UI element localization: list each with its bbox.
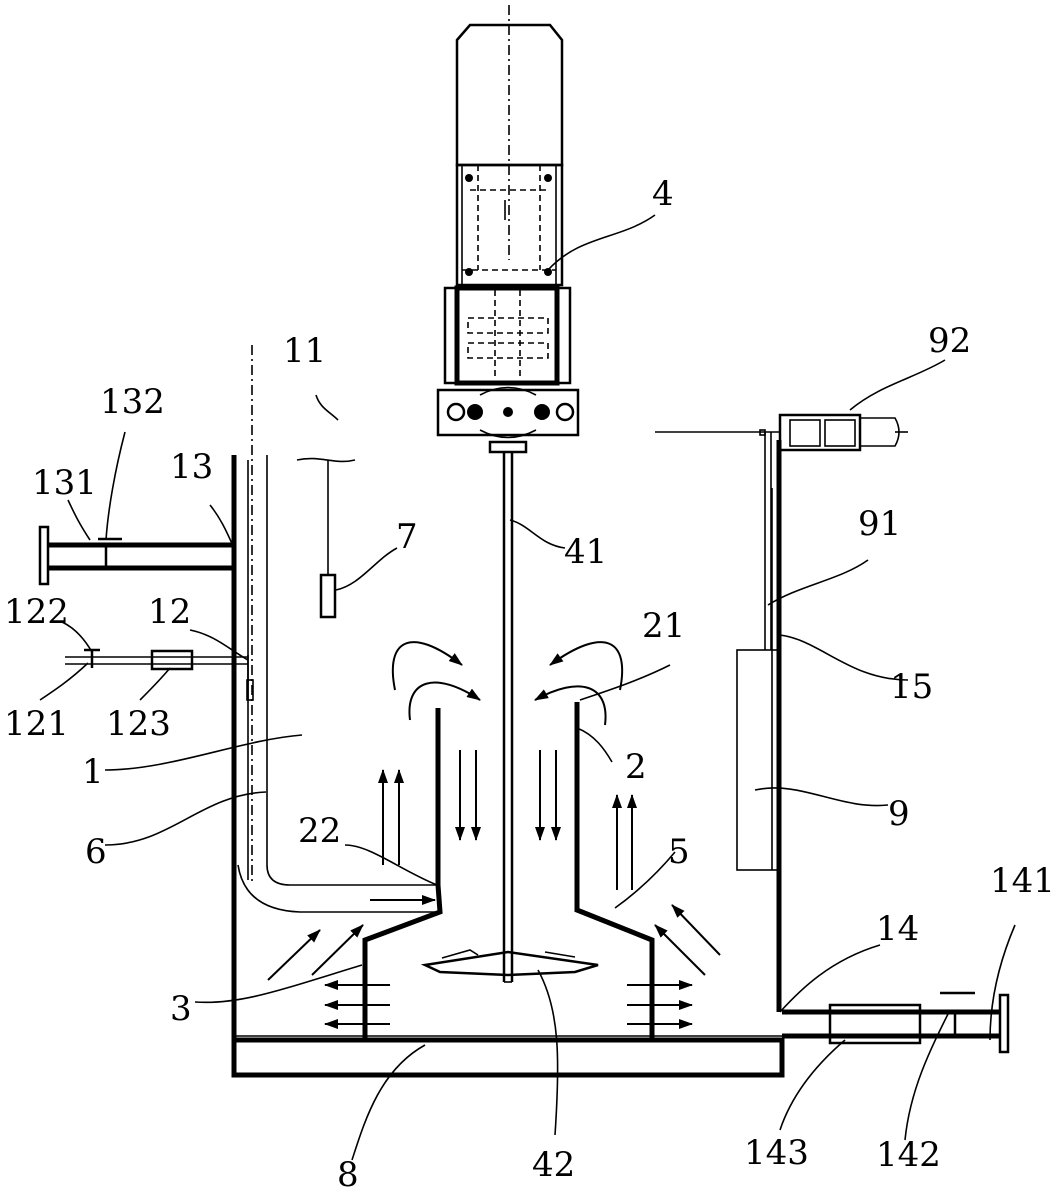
label-7: 7 <box>396 517 418 557</box>
label-123: 123 <box>106 704 171 744</box>
leader-91 <box>767 559 869 606</box>
label-42: 42 <box>532 1145 575 1185</box>
label-13: 13 <box>170 447 213 487</box>
label-21: 21 <box>642 606 685 646</box>
leader-11 <box>315 394 339 421</box>
leader-131 <box>67 499 91 541</box>
leader-1 <box>104 734 303 771</box>
label-1: 1 <box>82 752 104 792</box>
leader-7 <box>335 547 398 591</box>
leader-4 <box>547 214 656 271</box>
leader-132 <box>105 431 126 541</box>
inlet-pipe-12 <box>65 648 254 701</box>
leader-142 <box>904 1009 951 1141</box>
leader-13 <box>209 504 235 549</box>
leader-3 <box>194 964 363 1004</box>
leader-14 <box>779 944 881 1013</box>
label-8: 8 <box>337 1155 359 1193</box>
stirring-shaft <box>502 452 514 983</box>
label-143: 143 <box>744 1133 809 1173</box>
label-15: 15 <box>890 667 933 707</box>
leader-5 <box>614 851 676 909</box>
guide-cylinder-2 <box>362 702 655 1038</box>
leader-8 <box>351 1044 426 1161</box>
leader-9 <box>754 787 889 807</box>
leader-21 <box>579 664 671 701</box>
label-3: 3 <box>170 989 192 1029</box>
label-131: 131 <box>32 463 97 503</box>
label-142: 142 <box>876 1135 941 1175</box>
label-11: 11 <box>283 331 326 371</box>
label-9: 9 <box>888 794 910 834</box>
label-41: 41 <box>564 532 607 572</box>
label-132: 132 <box>100 382 165 422</box>
label-6: 6 <box>85 832 107 872</box>
drive-motor-assembly <box>436 5 580 454</box>
leader-12 <box>189 629 249 661</box>
label-92: 92 <box>928 321 971 361</box>
feed-pipe-6 <box>237 345 440 913</box>
leader-6 <box>104 791 267 846</box>
leader-41 <box>509 519 566 549</box>
label-5: 5 <box>668 832 690 872</box>
leader-122 <box>61 621 93 653</box>
label-14: 14 <box>876 909 919 949</box>
leader-42 <box>537 969 559 1136</box>
part-labels: 4 11 92 132 13 131 7 41 91 122 12 21 15 … <box>4 174 1051 1195</box>
leader-141 <box>989 924 1016 1041</box>
label-12: 12 <box>148 592 191 632</box>
label-4: 4 <box>652 174 674 214</box>
leader-2 <box>576 727 613 763</box>
leader-92 <box>849 359 946 411</box>
tank-body <box>231 440 830 1078</box>
label-122: 122 <box>4 592 69 632</box>
leader-123 <box>139 667 171 701</box>
label-91: 91 <box>858 504 901 544</box>
level-sensor-7 <box>296 457 356 619</box>
level-float-9 <box>655 413 908 871</box>
flow-arrows <box>267 641 721 1029</box>
inlet-pipe-13 <box>38 525 234 586</box>
outlet-pipe-14 <box>782 991 1010 1054</box>
impeller <box>420 949 599 977</box>
label-141: 141 <box>990 861 1051 901</box>
label-121: 121 <box>4 704 69 744</box>
leader-22 <box>344 844 438 886</box>
leader-121 <box>39 662 89 701</box>
leader-15 <box>779 634 909 681</box>
label-2: 2 <box>625 747 647 787</box>
label-22: 22 <box>298 811 341 851</box>
leader-143 <box>779 1039 846 1131</box>
